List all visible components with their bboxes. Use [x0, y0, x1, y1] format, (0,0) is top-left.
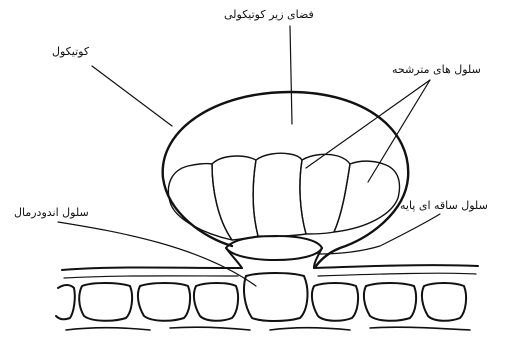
epidermal-cell: [312, 283, 358, 321]
leader-secretory-1: [306, 80, 430, 168]
label-stalk-cell: سلول ساقه ای پایه: [400, 200, 488, 211]
epidermal-cells: [56, 273, 470, 330]
cuticle-outline: [163, 92, 409, 266]
epidermal-cell: [194, 283, 238, 321]
epidermal-cell: [138, 283, 190, 321]
lower-cell-row: [66, 327, 470, 330]
leader-stalk: [318, 214, 440, 254]
leader-secretory-2: [368, 80, 430, 182]
leader-subcuticular: [290, 26, 292, 124]
label-subcuticular-space: فضای زیر کوتیکولی: [224, 9, 314, 20]
endodermal-cell: [244, 273, 307, 321]
leader-cuticle: [92, 66, 172, 126]
label-cuticle: کوتیکول: [52, 46, 89, 57]
secretory-cell-3: [253, 153, 306, 236]
label-endodermal-cell: سلول اندودرمال: [14, 207, 89, 218]
epidermis-surface: [62, 265, 478, 270]
epidermal-cell: [364, 283, 416, 321]
secretory-cell-left: [168, 164, 232, 240]
secretory-cell-2: [212, 156, 258, 240]
stalk-cell: [226, 236, 322, 260]
epidermal-cell: [56, 285, 75, 319]
stalk-neck-left: [226, 248, 242, 268]
label-secretory-cells: سلول های مترشحه: [392, 64, 481, 75]
secretory-cells: [168, 153, 399, 240]
epidermal-cell: [422, 283, 466, 321]
secretory-cell-right: [334, 161, 400, 232]
epidermal-cell: [79, 283, 132, 321]
